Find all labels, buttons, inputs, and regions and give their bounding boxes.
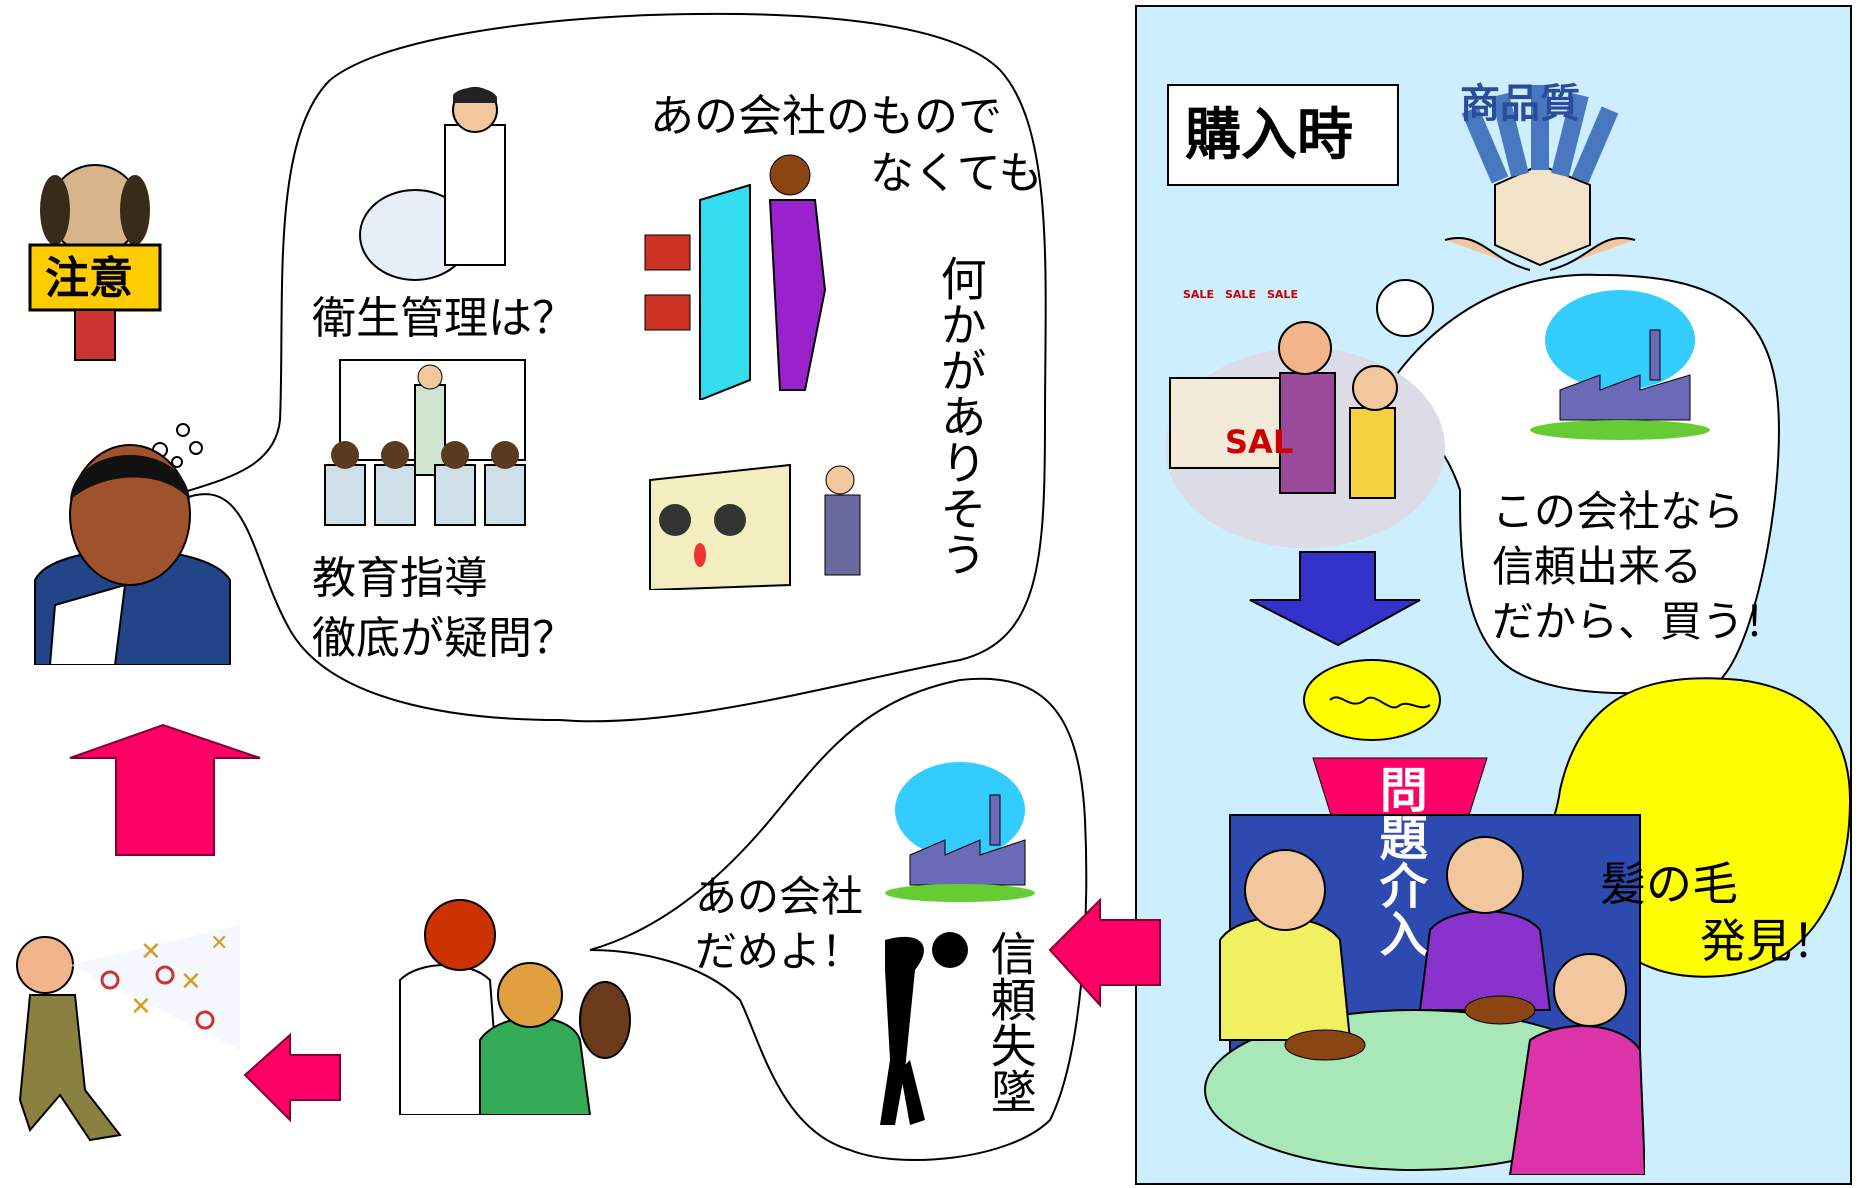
factory-icon — [880, 760, 1040, 910]
trust-lost-text: 信頼失墜 — [983, 930, 1038, 1114]
shouting-man-clipart: ✕ ✕ ✕ ✕ — [10, 920, 240, 1150]
spotlight — [1303, 659, 1441, 741]
purchase-label: 購入時 — [1185, 103, 1353, 168]
education-text-line1: 教育指導 — [312, 553, 488, 604]
counter-sign: SAL — [1225, 423, 1294, 461]
sale-tag: SALE — [1183, 288, 1214, 301]
shopping-clipart — [640, 150, 870, 402]
svg-text:✕: ✕ — [180, 967, 202, 997]
quality-products-clipart: 商品質 — [1440, 70, 1640, 275]
gossip-women-clipart — [390, 890, 640, 1116]
worried-man-clipart — [25, 430, 240, 666]
family-dinner-clipart — [1200, 810, 1647, 1176]
factory-icon — [1520, 290, 1720, 450]
hair-text-line1: 髪の毛 — [1600, 857, 1738, 911]
problem-label: 問題介入 — [1370, 765, 1427, 957]
arrow-down-shape — [1249, 551, 1421, 647]
bowing-person-clipart — [870, 930, 975, 1130]
gossip-text-line2: だめよ！ — [695, 927, 864, 976]
education-text-line2: 徹底が疑問？ — [312, 613, 576, 664]
hair-text-line2: 発見！ — [1700, 914, 1838, 968]
svg-text:✕: ✕ — [140, 937, 162, 967]
handwashing-clipart — [355, 85, 530, 295]
purchase-label-box — [1167, 84, 1399, 186]
squiggle — [1329, 696, 1431, 709]
caution-sign-text: 注意 — [45, 253, 133, 304]
other-company-line1: あの会社のもので — [650, 91, 1002, 142]
svg-text:✕: ✕ — [130, 992, 152, 1022]
svg-text:✕: ✕ — [210, 931, 228, 956]
sale-scene-clipart: SALE SALE SALE SAL — [1165, 278, 1460, 555]
gossip-text-line1: あの会社 — [695, 872, 864, 921]
arrow-left-bottom — [243, 1032, 341, 1123]
arrow-left-middle — [1048, 897, 1161, 1008]
thought-dot — [189, 441, 203, 455]
other-company-line2: なくても — [870, 148, 1043, 199]
trust-text-line3: だから、買う！ — [1492, 597, 1787, 646]
arrow-up — [69, 723, 261, 856]
hygiene-text: 衛生管理は？ — [312, 293, 576, 344]
thought-dot — [171, 456, 183, 468]
quality-sign-text: 商品質 — [1460, 81, 1580, 127]
something-wrong-text: 何かがありそう — [933, 255, 988, 577]
classroom-clipart — [320, 355, 530, 530]
trust-text-line2: 信頼出来る — [1492, 542, 1703, 591]
trust-text-line1: この会社なら — [1492, 487, 1745, 536]
caution-dog-clipart: 注意 — [20, 150, 170, 370]
sale-tag: SALE — [1267, 288, 1298, 301]
sale-tag: SALE — [1225, 288, 1256, 301]
thought-dot — [176, 423, 190, 437]
machine-clipart — [640, 425, 885, 592]
